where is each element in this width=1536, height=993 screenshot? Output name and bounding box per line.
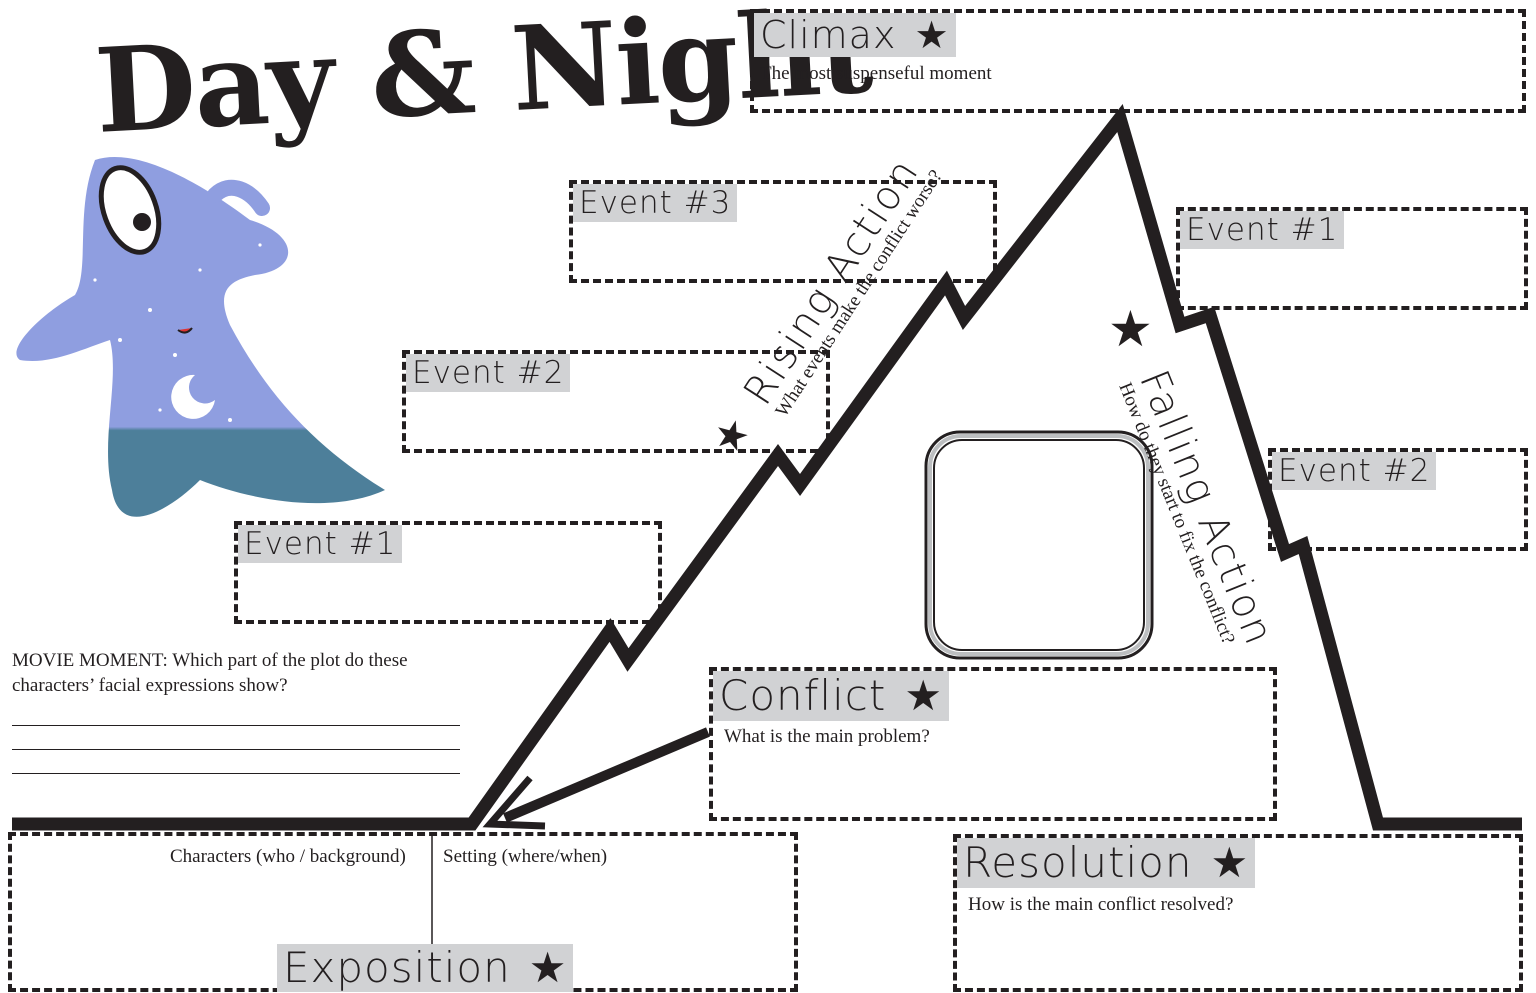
conflict-prompt: What is the main problem? bbox=[724, 726, 930, 748]
exposition-label: Exposition★ bbox=[277, 944, 573, 992]
resolution-prompt: How is the main conflict resolved? bbox=[968, 894, 1233, 916]
resolution-label: Resolution★ bbox=[957, 838, 1255, 888]
picture-frame-inner bbox=[934, 440, 1144, 650]
answer-line[interactable] bbox=[12, 725, 460, 726]
movie-moment-question: MOVIE MOMENT: Which part of the plot do … bbox=[12, 648, 472, 698]
answer-line[interactable] bbox=[12, 773, 460, 774]
exposition-setting-prompt: Setting (where/when) bbox=[443, 846, 607, 868]
star-icon: ★ bbox=[904, 675, 943, 717]
exposition-characters-prompt: Characters (who / background) bbox=[170, 846, 406, 868]
night-character-illustration bbox=[0, 150, 400, 530]
star-icon: ★ bbox=[529, 947, 568, 989]
star-icon: ★ bbox=[1210, 842, 1249, 884]
climax-label: Climax★ bbox=[754, 13, 956, 57]
star-icon: ★ bbox=[1108, 300, 1153, 358]
falling-event-1-label: Event #1 bbox=[1180, 211, 1344, 249]
falling-event-2-label: Event #2 bbox=[1272, 452, 1436, 490]
star-icon: ★ bbox=[914, 16, 949, 54]
rising-event-1-label: Event #1 bbox=[238, 525, 402, 563]
rising-event-3-label: Event #3 bbox=[573, 184, 737, 222]
conflict-label: Conflict★ bbox=[713, 671, 949, 721]
climax-prompt: The most suspenseful moment bbox=[760, 63, 992, 85]
answer-line[interactable] bbox=[12, 749, 460, 750]
rising-event-2-label: Event #2 bbox=[406, 354, 570, 392]
